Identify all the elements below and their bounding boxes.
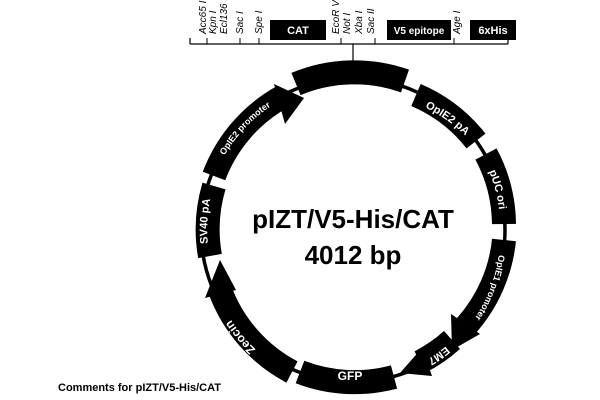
- segment-opie2-promoter: [202, 86, 289, 181]
- site-label-saci: Sac I: [235, 11, 246, 34]
- segment-opie1-promoter-head: [451, 314, 480, 350]
- plasmid-name: pIZT/V5-His/CAT: [252, 204, 454, 234]
- segment-opie2-promoter-head: [274, 84, 304, 124]
- site-label-agei: Age I: [452, 10, 463, 35]
- site-label-spei: Spe I: [254, 10, 265, 34]
- segment-puc-ori: [475, 148, 516, 225]
- site-label-xbai: Xba I: [354, 10, 365, 35]
- mcs-region: Acc65 I Kpn I Ecl136 II Sac I Spe I EcoR…: [189, 0, 516, 76]
- site-label-kpni: Kpn I: [208, 10, 219, 34]
- label-sv40-pa: SV40 pA: [198, 197, 213, 244]
- plasmid-size: 4012 bp: [305, 240, 402, 270]
- label-gfp: GFP: [338, 369, 363, 383]
- cat-box: [270, 20, 326, 40]
- segment-zeocin: [208, 285, 298, 383]
- site-label-noti: Not I: [342, 13, 353, 34]
- segment-em7-head: [400, 348, 432, 376]
- segment-zeocin-head: [205, 260, 236, 298]
- cat-box-label: CAT: [287, 25, 309, 37]
- segment-sv40-pa: [195, 182, 226, 259]
- comments-heading: Comments for pIZT/V5-His/CAT: [58, 382, 221, 394]
- segment-cat: [291, 60, 409, 96]
- segment-opie1-promoter: [456, 238, 516, 335]
- v5-epitope-box: [387, 20, 451, 40]
- segment-gfp: [295, 360, 398, 395]
- feature-segments: [195, 60, 516, 395]
- site-label-sacii: Sac II: [366, 8, 377, 34]
- site-label-acc65i: Acc65 I: [198, 0, 209, 35]
- 6xhis-label: 6xHis: [478, 25, 507, 37]
- site-label-ecorv: EcoR V: [331, 0, 342, 34]
- v5-epitope-label: V5 epitope: [394, 26, 445, 37]
- site-label-ecl136ii: Ecl136 II: [219, 0, 230, 34]
- segment-opie2-pa: [411, 83, 486, 149]
- 6xhis-box: [470, 20, 516, 40]
